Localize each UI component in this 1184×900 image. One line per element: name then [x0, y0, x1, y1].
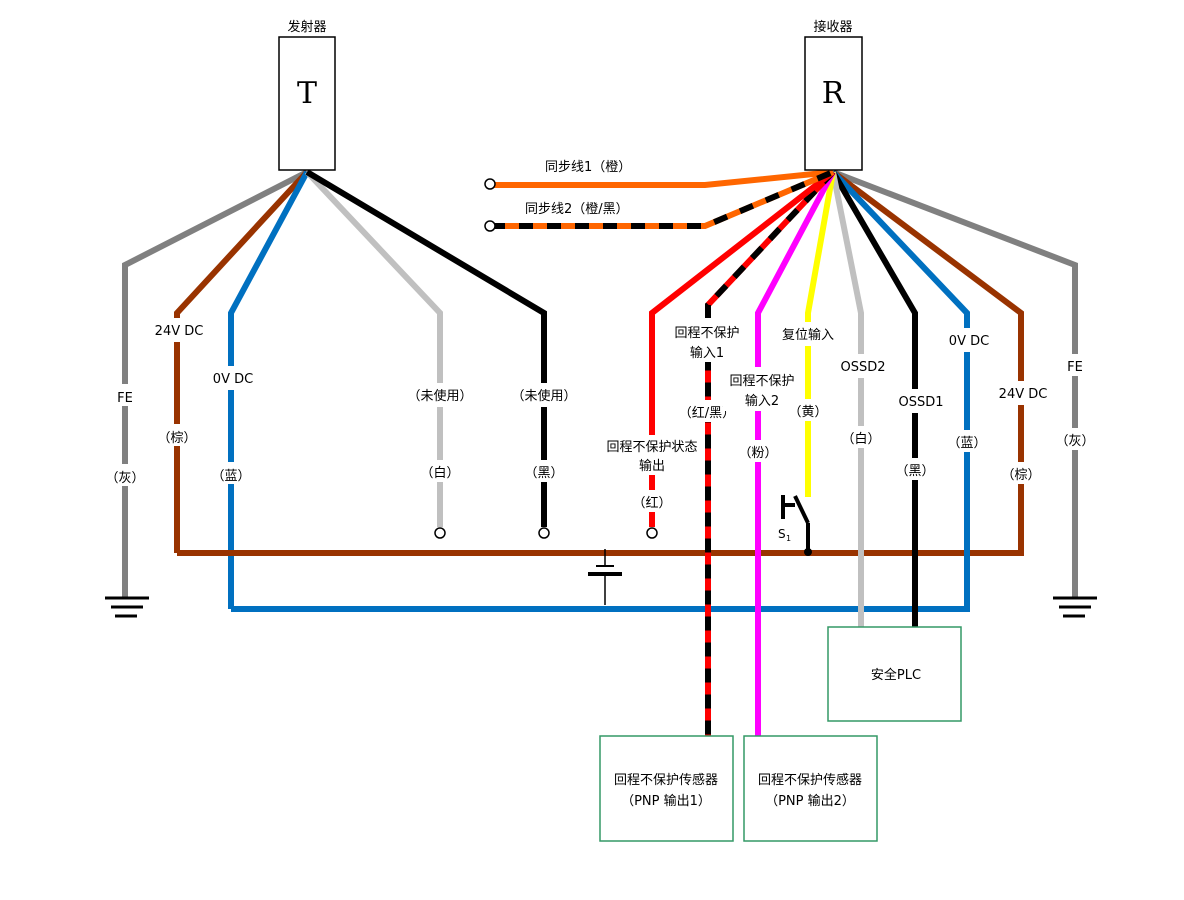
r-reset-color: （黄） [788, 405, 827, 420]
t-unused-black-name: （未使用） [511, 388, 576, 404]
r-wire-reset [805, 171, 836, 497]
sensor-1-label-1: 回程不保护传感器 [614, 772, 718, 788]
r-status-terminal [646, 527, 658, 539]
ground-icon-right [1053, 596, 1097, 618]
receiver-wires [649, 169, 1078, 736]
r-wire-fe [831, 169, 1078, 597]
r-wire-ossd1 [830, 170, 918, 628]
t-unused-white-name: （未使用） [407, 388, 472, 404]
r-wire-in2 [755, 170, 836, 736]
t-24v-color: （棕） [157, 431, 196, 446]
t-unused-black-terminal [538, 527, 550, 539]
transmitter-title: 发射器 [287, 19, 326, 35]
t-fe-color: （灰） [105, 471, 144, 486]
receiver-box [804, 36, 863, 171]
r-ossd1-name: OSSD1 [898, 395, 943, 410]
t-0v-name: 0V DC [213, 372, 253, 387]
t-fe-name: FE [117, 391, 133, 406]
r-24v-color: （棕） [1001, 468, 1040, 483]
ground-icon-left [105, 596, 149, 618]
t-24v-name: 24V DC [155, 324, 204, 339]
r-fe-name: FE [1067, 360, 1083, 375]
r-wire-0v [830, 169, 970, 609]
r-in1-name-2: 输入1 [690, 345, 724, 361]
transmitter-wires [122, 169, 547, 609]
t-wire-unused-white [304, 169, 443, 527]
sensor-2-label-1: 回程不保护传感器 [758, 772, 862, 788]
reset-switch-node [804, 548, 812, 556]
r-ossd1-color: （黑） [895, 464, 934, 479]
t-unused-white-terminal [434, 527, 446, 539]
sync-line-1-label: 同步线1（橙） [545, 160, 631, 175]
reset-switch-icon [781, 495, 810, 551]
sensor-1-box [599, 735, 734, 842]
switch-label: S [778, 527, 786, 541]
r-in1-name-1: 回程不保护 [674, 326, 739, 341]
r-wire-ossd2 [830, 171, 864, 628]
receiver-title: 接收器 [813, 19, 852, 35]
sensor-2-box [743, 735, 878, 842]
r-0v-name: 0V DC [949, 334, 989, 349]
sync-line-1 [491, 169, 834, 188]
t-unused-white-color: （白） [420, 465, 459, 481]
switch-subscript: 1 [786, 534, 791, 543]
safety-plc-label: 安全PLC [871, 667, 921, 683]
r-status-color: （红） [632, 495, 671, 511]
receiver-letter: R [822, 76, 846, 111]
r-ossd2-color: （白） [841, 431, 880, 447]
r-in2-name-2: 输入2 [745, 393, 779, 409]
transmitter-letter: T [297, 76, 317, 111]
r-0v-color: （蓝） [947, 436, 986, 451]
r-in1-color: （红/黑） [679, 405, 735, 421]
transmitter-box [278, 36, 336, 171]
t-unused-black-color: （黑） [524, 466, 563, 481]
r-status-name-2: 输出 [639, 458, 665, 474]
r-ossd2-name: OSSD2 [840, 360, 885, 375]
t-0v-color: （蓝） [211, 469, 250, 484]
sync-line-2-label: 同步线2（橙/黑） [525, 202, 629, 217]
r-fe-color: （灰） [1055, 434, 1094, 449]
battery-icon [588, 549, 622, 605]
t-wire-unused-black [305, 169, 547, 527]
t-wire-fe [122, 169, 309, 597]
r-reset-name: 复位输入 [782, 327, 834, 343]
r-status-name-1: 回程不保护状态 [606, 440, 697, 455]
sensor-1-label-2: （PNP 输出1） [621, 793, 711, 809]
safety-plc-box [827, 626, 962, 722]
t-wire-0v [228, 170, 310, 609]
sync-line-2-base [491, 169, 835, 229]
r-24v-name: 24V DC [999, 387, 1048, 402]
sync-line-1-terminal [484, 178, 496, 190]
r-in2-name-1: 回程不保护 [729, 374, 794, 389]
t-wire-24v [174, 169, 310, 553]
r-wire-in1-dash [705, 169, 836, 736]
sensor-2-label-2: （PNP 输出2） [765, 793, 855, 809]
r-in2-color: （粉） [738, 446, 777, 461]
sync-line-2-terminal [484, 220, 496, 232]
